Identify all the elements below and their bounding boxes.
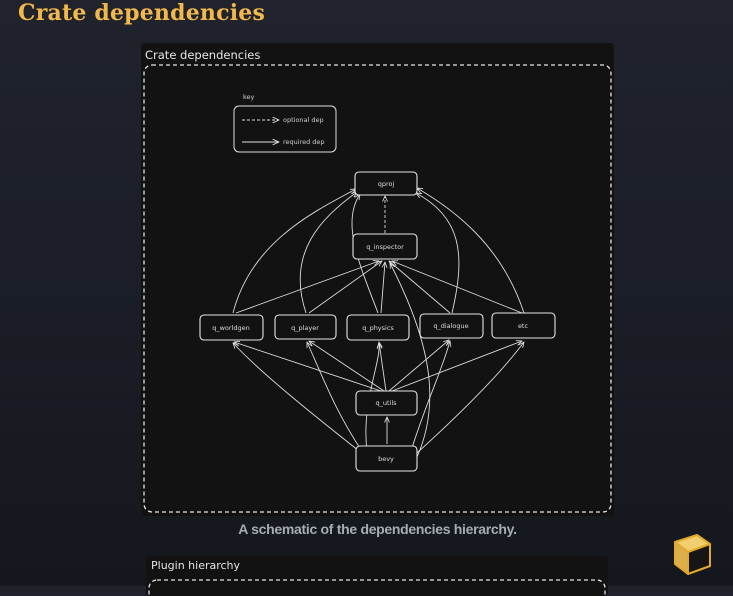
- edge-player-qproj: [299, 192, 357, 314]
- node-qproj: qproj: [354, 171, 418, 196]
- edge-dialogue-qproj: [416, 193, 460, 314]
- edge-utils-dialogue: [388, 340, 449, 392]
- legend-title: key: [243, 93, 255, 101]
- legend-box: [233, 105, 337, 153]
- edge-physics-inspector: [380, 262, 385, 314]
- page-title: Crate dependencies: [18, 0, 266, 26]
- dependency-diagram: Crate dependencies key optional dep requ…: [141, 43, 614, 516]
- diagram-title: Plugin hierarchy: [151, 559, 241, 572]
- diagram-frame: [148, 579, 606, 596]
- edge-utils-etc: [391, 341, 522, 392]
- edge-bevy-player: [307, 342, 363, 452]
- edge-utils-worldgen: [234, 342, 382, 392]
- node-label: q_dialogue: [433, 322, 468, 330]
- node-label: q_physics: [362, 324, 394, 332]
- edge-etc-inspector: [392, 261, 523, 314]
- edge-bevy-inspector: [390, 263, 431, 458]
- node-etc: etc: [491, 312, 556, 339]
- node-q-physics: q_physics: [346, 314, 410, 341]
- legend-optional-label: optional dep: [283, 116, 324, 124]
- node-q-worldgen: q_worldgen: [199, 314, 264, 341]
- edge-bevy-physics: [365, 343, 379, 452]
- node-q-inspector: q_inspector: [352, 233, 418, 260]
- edge-utils-physics: [379, 342, 387, 392]
- plugin-hierarchy-diagram: Plugin hierarchy: [146, 556, 608, 596]
- node-label: q_inspector: [366, 243, 404, 251]
- node-label: q_player: [291, 324, 319, 332]
- edge-bevy-etc: [416, 342, 524, 454]
- dependency-edges: [232, 188, 525, 458]
- edge-worldgen-qproj: [232, 189, 356, 314]
- node-q-utils: q_utils: [355, 390, 418, 416]
- node-label: q_worldgen: [212, 324, 250, 332]
- figure-caption: A schematic of the dependencies hierarch…: [238, 521, 517, 537]
- edge-etc-qproj: [417, 188, 525, 314]
- edge-bevy-dialogue: [410, 341, 450, 452]
- diagram-frame: [143, 64, 612, 513]
- legend-required-label: required dep: [283, 138, 325, 146]
- node-q-player: q_player: [274, 314, 337, 340]
- node-label: etc: [518, 322, 529, 330]
- legend: key optional dep required dep: [233, 93, 337, 153]
- edge-bevy-worldgen: [233, 343, 360, 452]
- edge-worldgen-inspector: [235, 261, 379, 314]
- diagram-title: Crate dependencies: [145, 48, 260, 62]
- node-bevy: bevy: [355, 445, 418, 472]
- node-label: qproj: [378, 180, 395, 188]
- cube-logo-icon[interactable]: [671, 532, 713, 582]
- edge-dialogue-inspector: [389, 261, 451, 314]
- edge-player-inspector: [308, 261, 382, 314]
- node-label: bevy: [378, 455, 394, 463]
- edge-utils-player: [309, 341, 385, 392]
- node-q-dialogue: q_dialogue: [419, 313, 484, 339]
- node-label: q_utils: [375, 399, 397, 407]
